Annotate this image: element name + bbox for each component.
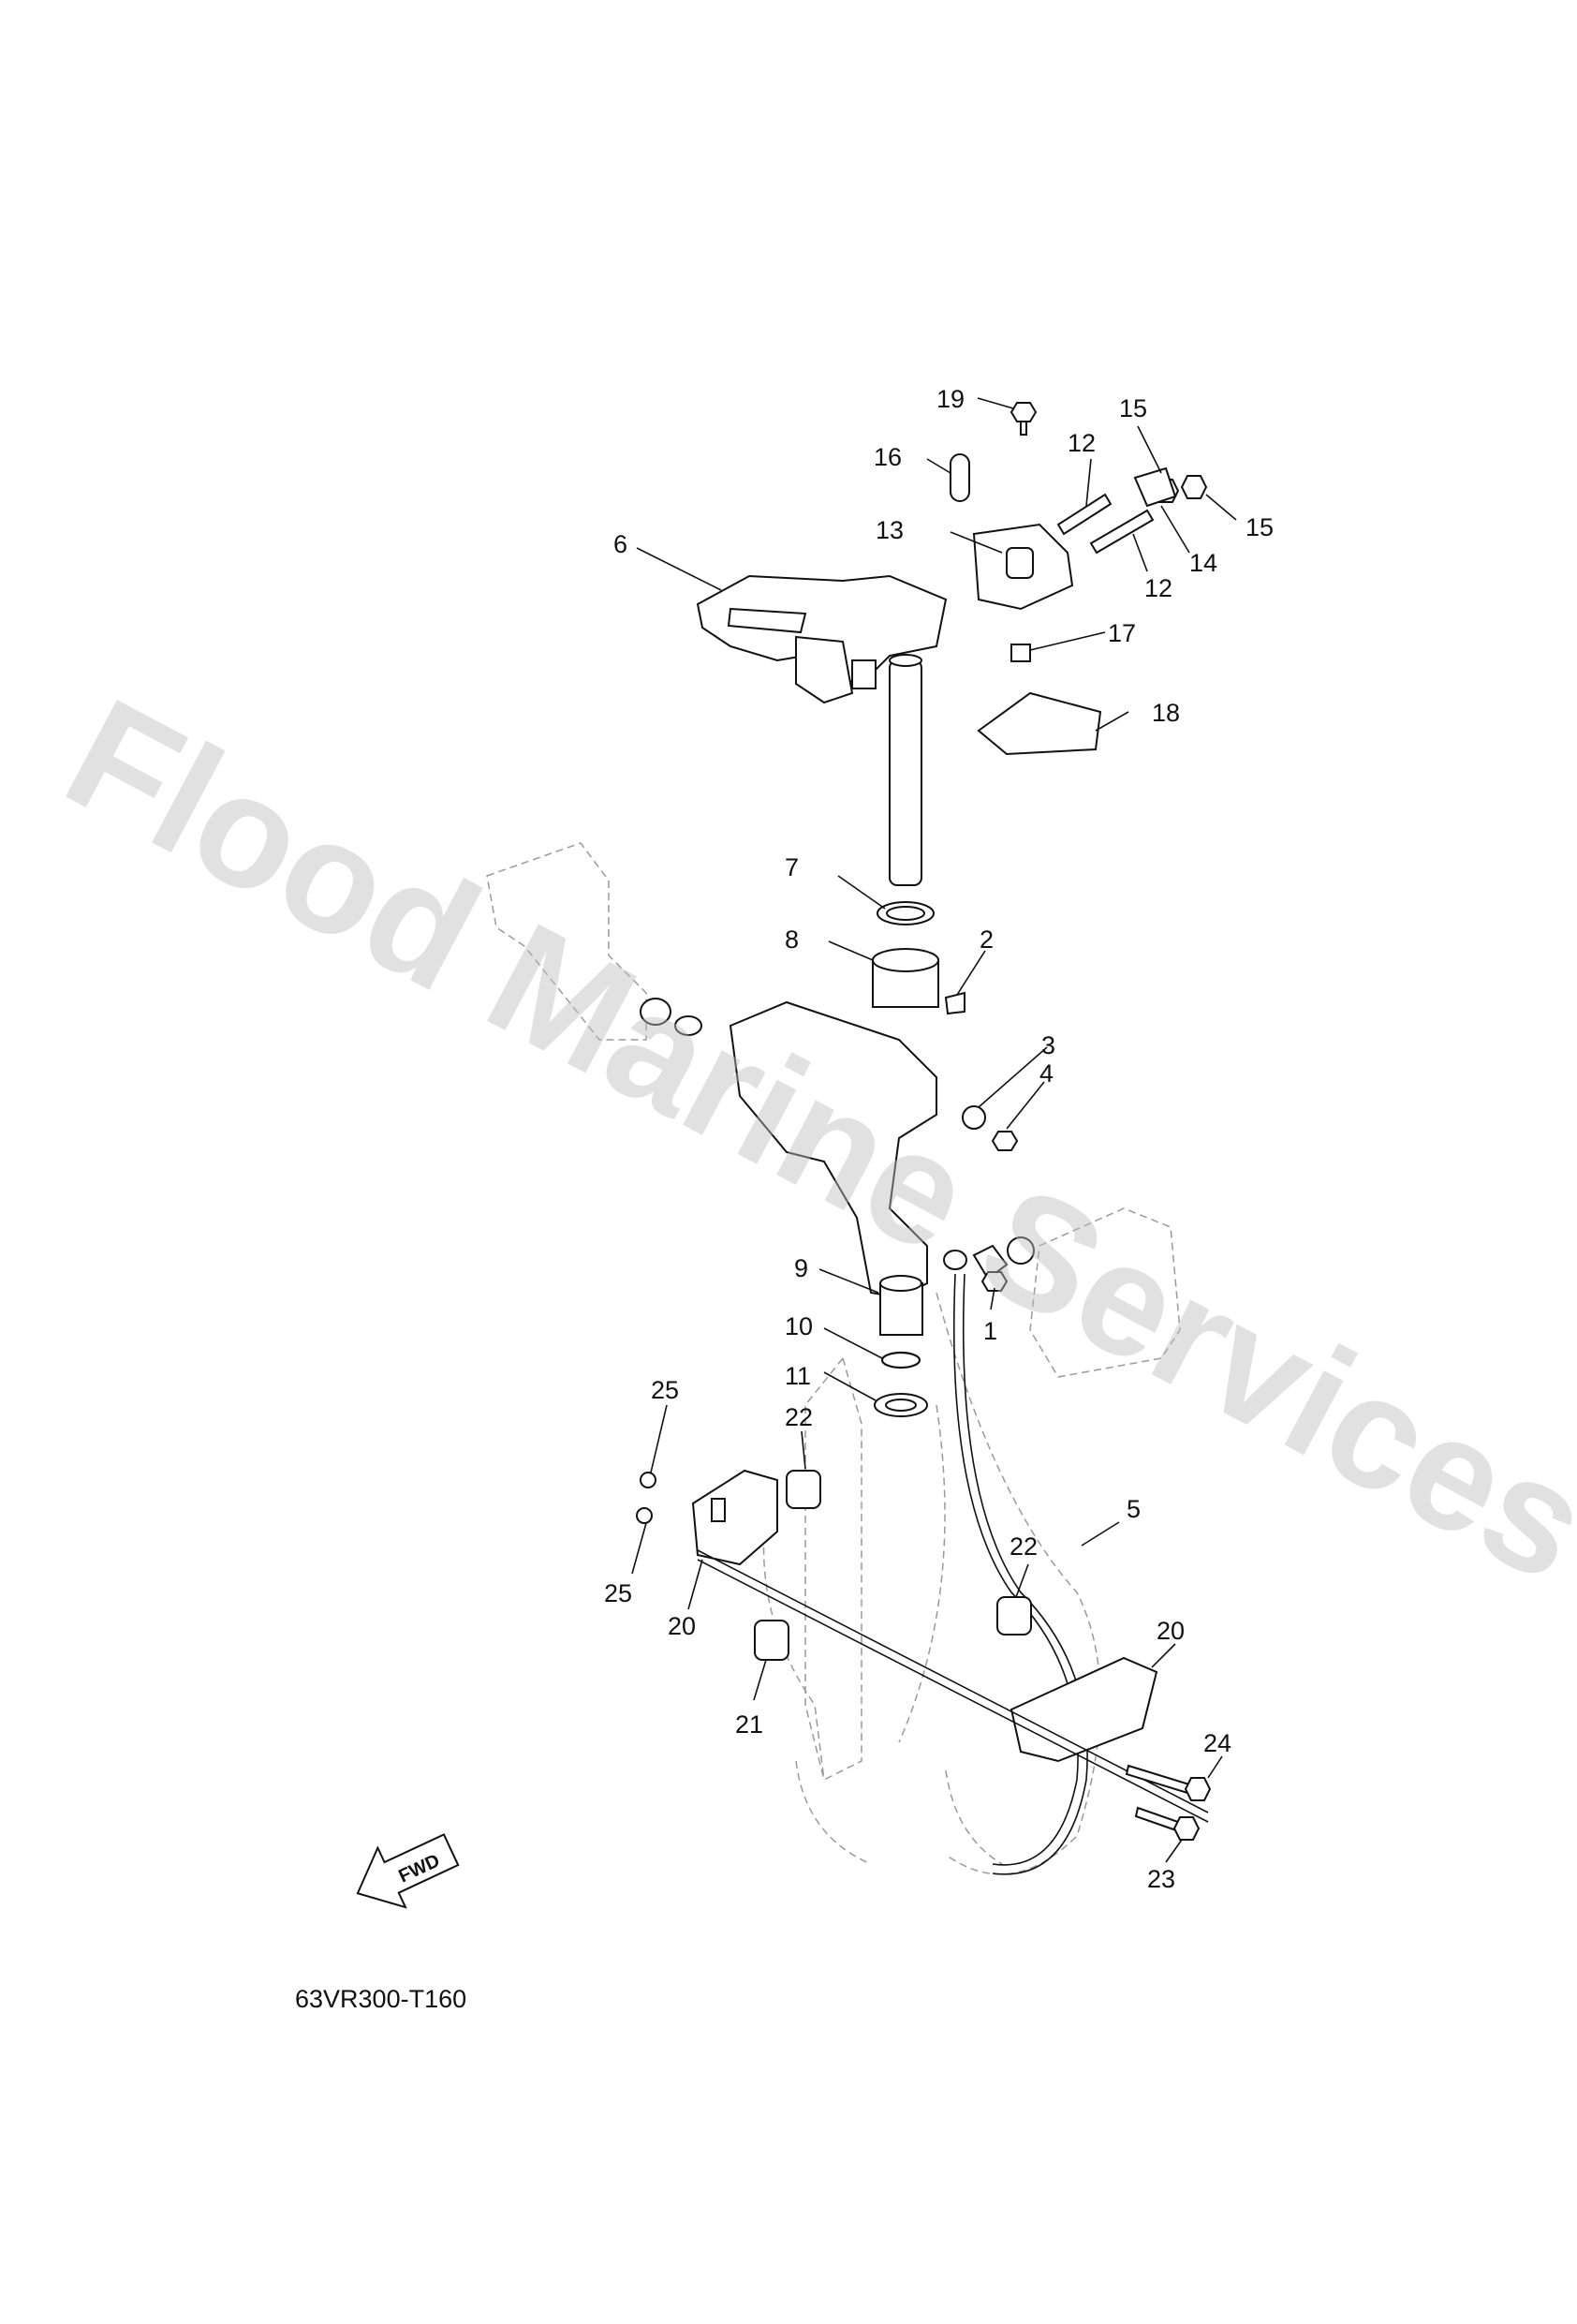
ghost-outlines: [486, 842, 1181, 1875]
callout-9: 9: [794, 1254, 808, 1282]
callout-17: 17: [1108, 619, 1136, 647]
callout-20-left: 20: [668, 1612, 696, 1640]
callout-2: 2: [980, 925, 994, 954]
callout-18: 18: [1152, 699, 1180, 727]
callout-25-lower: 25: [604, 1579, 632, 1607]
through-bolts: [636, 1472, 1212, 1841]
callout-23: 23: [1147, 1865, 1175, 1893]
steering-arm: [696, 574, 948, 704]
steering-shaft: [889, 654, 922, 886]
callout-15-right: 15: [1245, 513, 1274, 541]
studs: [1056, 493, 1155, 555]
callout-12-lower: 12: [1144, 574, 1172, 602]
callout-25-upper: 25: [651, 1376, 679, 1404]
callout-12-upper: 12: [1068, 429, 1096, 457]
nuts-and-plate: [1133, 466, 1208, 508]
callout-8: 8: [785, 925, 799, 954]
callout-4: 4: [1039, 1059, 1054, 1088]
callout-16: 16: [874, 443, 902, 471]
callout-6: 6: [613, 530, 627, 558]
callout-3: 3: [1041, 1031, 1055, 1059]
leader-lines: [631, 397, 1237, 1863]
callout-13: 13: [876, 516, 904, 544]
callout-labels: 19 15 16 12 15 13 14 6 12 17 18 7 8 2 3 …: [604, 385, 1274, 1893]
mount-housings: [691, 1469, 1158, 1763]
small-hardware: [943, 1105, 1019, 1292]
diagram-code: 63VR300-T160: [295, 1985, 466, 2013]
lower-bushing-group: [874, 1275, 928, 1417]
bolt-19: [1010, 402, 1038, 436]
swivel-bracket: [640, 998, 1035, 1299]
callout-21: 21: [735, 1710, 763, 1739]
callout-5: 5: [1127, 1495, 1141, 1523]
plate-and-clip: [977, 644, 1102, 756]
callout-11: 11: [785, 1362, 811, 1390]
callout-14: 14: [1189, 549, 1217, 577]
callout-1: 1: [983, 1317, 997, 1345]
callout-7: 7: [785, 853, 799, 881]
callout-10: 10: [785, 1312, 813, 1340]
callout-15-top: 15: [1119, 394, 1147, 422]
upper-bracket: [972, 523, 1074, 611]
callout-20-right: 20: [1157, 1617, 1185, 1645]
callout-22-left: 22: [785, 1403, 813, 1431]
callout-22-right: 22: [1010, 1532, 1038, 1561]
pin: [950, 453, 970, 502]
callout-19: 19: [936, 385, 965, 413]
ground-wire: [952, 1273, 1088, 1875]
upper-bushing-group: [872, 901, 965, 1015]
fwd-arrow-icon: FWD: [356, 1833, 460, 1909]
callout-24: 24: [1203, 1729, 1231, 1757]
